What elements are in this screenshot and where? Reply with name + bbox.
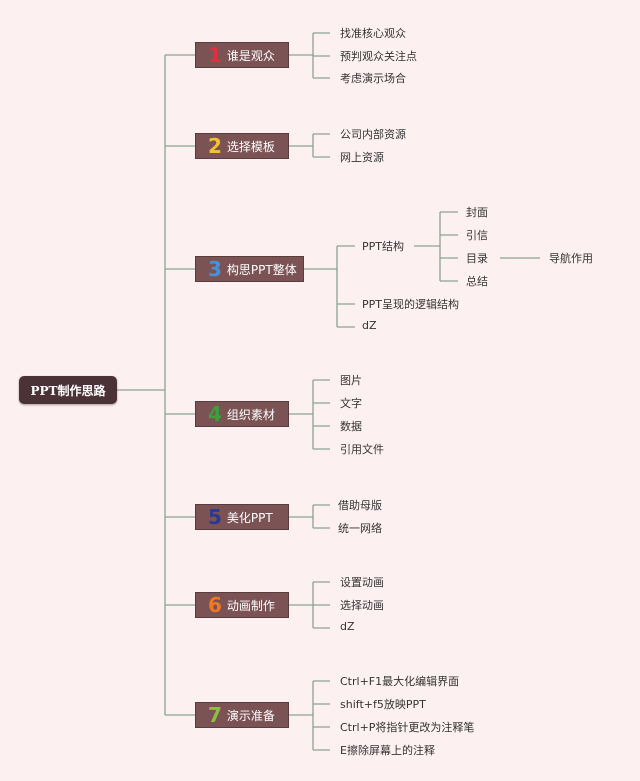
leaf-node[interactable]: 图片 [340, 374, 362, 387]
branch-number-1: 1 [208, 43, 222, 67]
branch-number-6: 6 [208, 593, 222, 617]
branch-number-3: 3 [208, 257, 222, 281]
branch-node-2[interactable]: 2 选择模板 [195, 133, 289, 159]
leaf-node[interactable]: 导航作用 [549, 252, 593, 265]
branch-label-3: 构思PPT整体 [226, 262, 297, 277]
leaf-node[interactable]: 文字 [340, 397, 362, 410]
branch-number-2: 2 [208, 134, 222, 158]
leaf-node[interactable]: 找准核心观众 [340, 27, 406, 40]
branch-node-1[interactable]: 1 谁是观众 [195, 42, 289, 68]
leaf-node[interactable]: 封面 [466, 206, 488, 219]
leaf-node-ppt-structure[interactable]: PPT结构 [362, 240, 404, 253]
leaf-node[interactable]: 预判观众关注点 [340, 50, 417, 63]
leaf-node[interactable]: PPT呈现的逻辑结构 [362, 298, 459, 311]
root-node[interactable]: PPT制作思路 [19, 376, 117, 404]
branch-node-4[interactable]: 4 组织素材 [195, 401, 289, 427]
leaf-node[interactable]: 借助母版 [338, 499, 382, 512]
branch-label-1: 谁是观众 [226, 48, 275, 63]
branch-number-4: 4 [208, 402, 222, 426]
leaf-node[interactable]: 网上资源 [340, 151, 384, 164]
branch-node-5[interactable]: 5 美化PPT [195, 504, 289, 530]
leaf-node[interactable]: shift+f5放映PPT [340, 698, 426, 711]
branch-label-2: 选择模板 [226, 139, 275, 154]
root-label: PPT制作思路 [30, 383, 106, 398]
leaf-node[interactable]: 选择动画 [340, 599, 384, 612]
branch-label-7: 演示准备 [226, 708, 275, 723]
branch-node-6[interactable]: 6 动画制作 [195, 592, 289, 618]
leaf-node[interactable]: 公司内部资源 [340, 128, 406, 141]
leaf-node[interactable]: Ctrl+F1最大化编辑界面 [340, 675, 460, 688]
leaf-node[interactable]: dZ [362, 319, 377, 332]
leaf-node[interactable]: 设置动画 [340, 576, 384, 589]
leaf-node[interactable]: E擦除屏幕上的注释 [340, 744, 435, 757]
leaf-node[interactable]: Ctrl+P将指针更改为注释笔 [340, 721, 475, 734]
leaf-node[interactable]: 总结 [466, 275, 488, 288]
branch-label-6: 动画制作 [226, 598, 275, 613]
branch-label-5: 美化PPT [226, 510, 273, 525]
leaf-node[interactable]: 统一网络 [338, 522, 382, 535]
branch-node-3[interactable]: 3 构思PPT整体 [195, 256, 304, 282]
branch-number-7: 7 [208, 703, 222, 727]
leaf-node[interactable]: 数据 [340, 420, 362, 433]
branch-label-4: 组织素材 [226, 407, 275, 422]
leaf-node[interactable]: 考虑演示场合 [340, 72, 406, 85]
leaf-node[interactable]: 引用文件 [340, 443, 384, 456]
leaf-node[interactable]: 目录 [466, 252, 488, 265]
leaf-node[interactable]: dZ [340, 620, 355, 633]
branch-number-5: 5 [208, 505, 222, 529]
leaf-node[interactable]: 引信 [466, 229, 488, 242]
branch-node-7[interactable]: 7 演示准备 [195, 702, 289, 728]
